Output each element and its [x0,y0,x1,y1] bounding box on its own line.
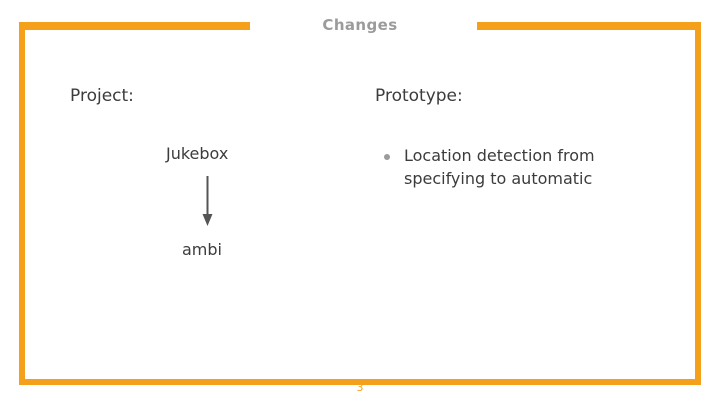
project-column-heading: Project: [70,86,134,106]
prototype-column-heading: Prototype: [375,86,463,106]
frame-border-top-left [19,22,250,30]
frame-border-left [19,22,25,385]
bullet-dot-icon [384,154,390,160]
down-arrow-icon [192,176,224,228]
list-item-label: Location detection from specifying to au… [404,146,595,188]
list-item: Location detection from specifying to au… [384,144,624,190]
frame-border-top-right [477,22,701,30]
frame-border-bottom [19,379,701,385]
slide-title: Changes [322,16,398,34]
frame-border-right [695,22,701,385]
project-old-name-label: Jukebox [166,144,229,163]
project-new-name-label: ambi [182,240,222,259]
prototype-bullet-list: Location detection from specifying to au… [384,144,624,190]
page-number: 3 [356,381,364,394]
